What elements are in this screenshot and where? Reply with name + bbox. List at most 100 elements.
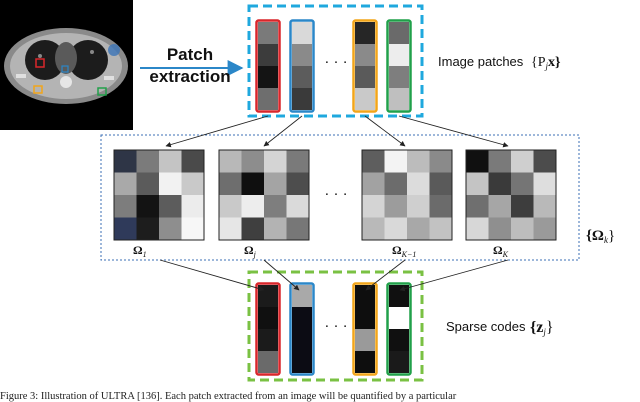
matrix-cell — [533, 195, 556, 218]
sparse-codes-box — [247, 270, 424, 382]
matrix-cell — [241, 217, 264, 240]
matrix-cell — [407, 217, 430, 240]
matrix-cell — [181, 172, 204, 195]
image-patch-cell — [258, 22, 278, 44]
sparse-codes-group — [255, 282, 412, 376]
sparse-codes-text: Sparse codes — [446, 319, 526, 334]
figure-caption: Figure 3: Illustration of ULTRA [136]. E… — [0, 391, 457, 402]
image-patch-cell — [355, 88, 375, 110]
matrix-cell — [362, 150, 385, 173]
sparse-code-cell — [389, 307, 409, 329]
image-patch-cell — [292, 88, 312, 110]
sparse-codes-math: {zj} — [530, 319, 554, 337]
matrix-cell — [533, 150, 556, 173]
matrix-cell — [219, 172, 242, 195]
matrix-cell — [533, 217, 556, 240]
sparse-code-cell — [355, 329, 375, 351]
matrices-ellipsis: · · · — [324, 185, 347, 202]
sparse-code-cell — [355, 351, 375, 373]
sparse-code-border — [352, 282, 378, 376]
image-patch-border — [386, 19, 412, 113]
image-patch-cell — [292, 22, 312, 44]
matrix-cell — [159, 172, 182, 195]
matrix-cell — [286, 150, 309, 173]
sparse-code-2 — [289, 282, 315, 376]
matrix-cell — [181, 195, 204, 218]
matrix-cell — [488, 172, 511, 195]
image-patch-cell — [389, 88, 409, 110]
matrix-cell — [362, 217, 385, 240]
image-patch-cell — [258, 88, 278, 110]
ct-image — [0, 0, 133, 130]
image-patch-cell — [258, 44, 278, 66]
image-patches-text: Image patches — [438, 54, 524, 69]
image-patch-cell — [389, 66, 409, 88]
matrix-cell — [511, 217, 534, 240]
patches-ellipsis: · · · — [324, 53, 347, 70]
matrix-cell — [407, 150, 430, 173]
matrix-cell — [384, 150, 407, 173]
matrix-cell — [286, 172, 309, 195]
matrix-cell — [511, 150, 534, 173]
ct-patch-orange-marker — [33, 85, 43, 94]
matrix-cell — [241, 195, 264, 218]
sparse-code-border — [255, 282, 281, 376]
dictionary-matrices — [113, 149, 557, 241]
matrix-cell — [286, 195, 309, 218]
matrix-cell — [241, 150, 264, 173]
sparse-code-cell — [258, 285, 278, 307]
matrix-cell — [362, 195, 385, 218]
sparse-code-cell — [292, 329, 312, 351]
connector-arrow — [263, 115, 303, 147]
matrix-cell — [241, 172, 264, 195]
sparse-code-cell — [258, 351, 278, 373]
matrix-cell — [159, 150, 182, 173]
sparse-code-3 — [352, 282, 378, 376]
image-patch-cell — [355, 66, 375, 88]
sparse-code-border — [386, 282, 412, 376]
matrix-cell — [384, 217, 407, 240]
matrix-cell — [136, 217, 159, 240]
matrix-cell — [466, 150, 489, 173]
matrix-cell — [114, 150, 137, 173]
matrix-cell — [264, 172, 287, 195]
matrix-cell — [429, 172, 452, 195]
codes-ellipsis: · · · — [324, 317, 347, 334]
matrix-cell — [429, 217, 452, 240]
matrix-cell — [466, 217, 489, 240]
sparse-code-1 — [255, 282, 281, 376]
matrix-cell — [533, 172, 556, 195]
matrix-cell — [429, 150, 452, 173]
matrix-cell — [159, 195, 182, 218]
ct-patch-blue-marker — [61, 65, 69, 73]
matrix-cell — [114, 172, 137, 195]
matrix-cell — [429, 195, 452, 218]
connector-arrow — [364, 115, 406, 147]
matrix-cell — [511, 195, 534, 218]
sparse-code-4 — [386, 282, 412, 376]
sparse-code-cell — [292, 307, 312, 329]
sparse-code-cell — [258, 329, 278, 351]
matrix-cell — [219, 150, 242, 173]
matrix-border — [465, 149, 557, 241]
omega-set-label: {Ωk} — [586, 228, 615, 245]
matrix-cell — [114, 195, 137, 218]
sparse-code-cell — [389, 351, 409, 373]
sparse-code-cell — [389, 329, 409, 351]
image-patches-group — [255, 19, 412, 113]
patch-extraction-label-1: Patch — [167, 45, 213, 64]
image-patch-cell — [258, 66, 278, 88]
matrix-cell — [136, 172, 159, 195]
ct-patch-green-marker — [97, 87, 107, 96]
matrix-cell — [159, 217, 182, 240]
image-patch-cell — [292, 66, 312, 88]
matrix-cell — [466, 195, 489, 218]
image-patches-label: Image patches {Pjx} — [438, 54, 561, 71]
matrix-cell — [264, 150, 287, 173]
sparse-code-cell — [355, 307, 375, 329]
matrix-cell — [114, 217, 137, 240]
sparse-codes-label: Sparse codes {zj} — [446, 319, 554, 337]
image-patch-1 — [255, 19, 281, 113]
